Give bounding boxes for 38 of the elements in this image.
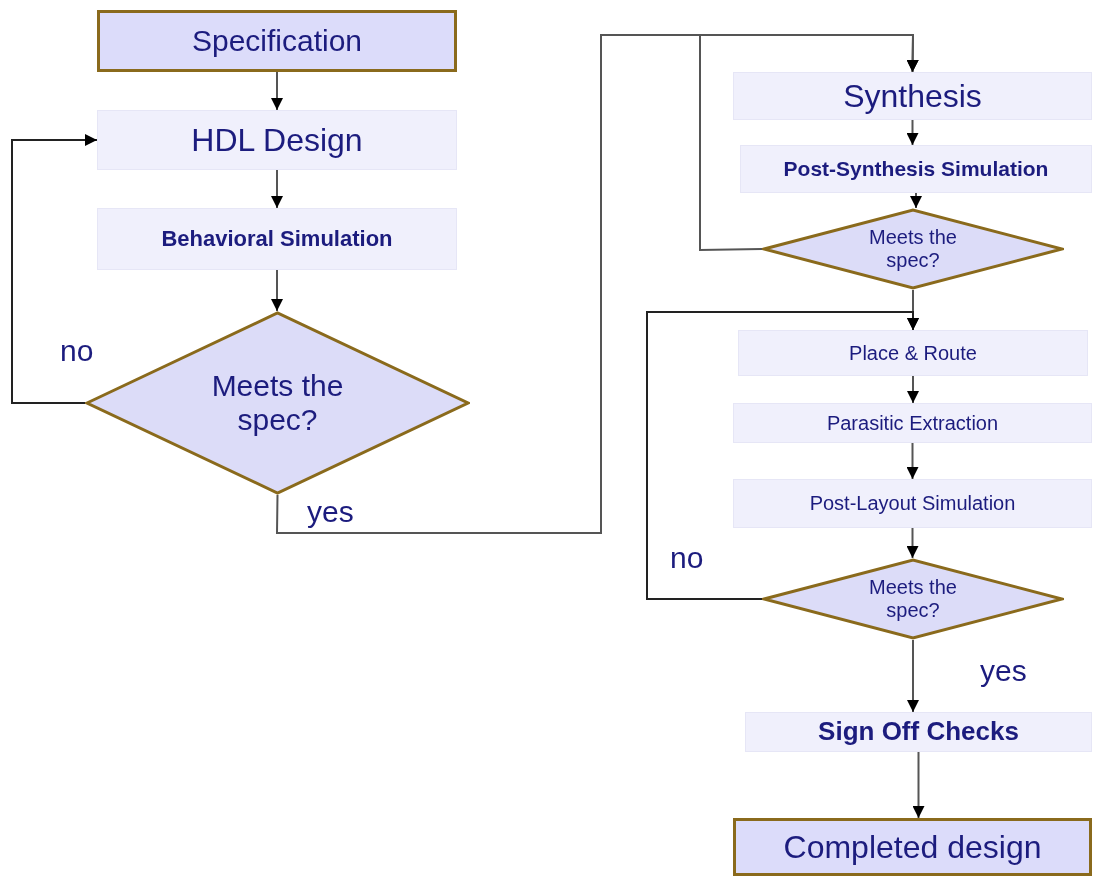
arrow xyxy=(271,71,283,111)
node-text: Meets the spec? xyxy=(868,226,958,272)
decision-diamond xyxy=(762,208,1064,290)
process-box xyxy=(733,479,1092,528)
arrow xyxy=(906,119,919,146)
arrow xyxy=(907,639,919,713)
process-box xyxy=(745,712,1092,752)
node-text: Post-Synthesis Simulation xyxy=(783,156,1049,182)
decision-diamond xyxy=(762,558,1064,640)
node-text: Meets the spec? xyxy=(868,576,958,622)
terminal-box xyxy=(733,818,1092,876)
arrow xyxy=(271,169,283,209)
terminal-box xyxy=(97,10,457,72)
node-text: HDL Design xyxy=(191,121,363,159)
arrow xyxy=(699,34,919,251)
arrow xyxy=(910,192,922,209)
arrow xyxy=(912,751,925,819)
process-box xyxy=(733,72,1092,120)
node-text: Parasitic Extraction xyxy=(826,411,999,435)
process-box xyxy=(738,330,1088,376)
arrow xyxy=(906,527,919,559)
arrow xyxy=(906,442,919,480)
process-box xyxy=(97,110,457,170)
arrow xyxy=(271,269,283,312)
arrow xyxy=(11,134,98,404)
process-box xyxy=(97,208,457,270)
node-text: Behavioral Simulation xyxy=(161,226,393,252)
process-box xyxy=(740,145,1092,193)
node-text: Sign Off Checks xyxy=(818,717,1019,747)
arrow xyxy=(646,311,919,600)
node-text: Completed design xyxy=(783,828,1042,866)
node-text: Post-Layout Simulation xyxy=(809,492,1016,515)
process-box xyxy=(733,403,1092,443)
node-text: Place & Route xyxy=(849,341,977,365)
node-text: Synthesis xyxy=(843,77,982,115)
node-text: Meets the spec? xyxy=(210,368,345,438)
arrow xyxy=(907,375,919,404)
node-text: Specification xyxy=(191,23,363,59)
